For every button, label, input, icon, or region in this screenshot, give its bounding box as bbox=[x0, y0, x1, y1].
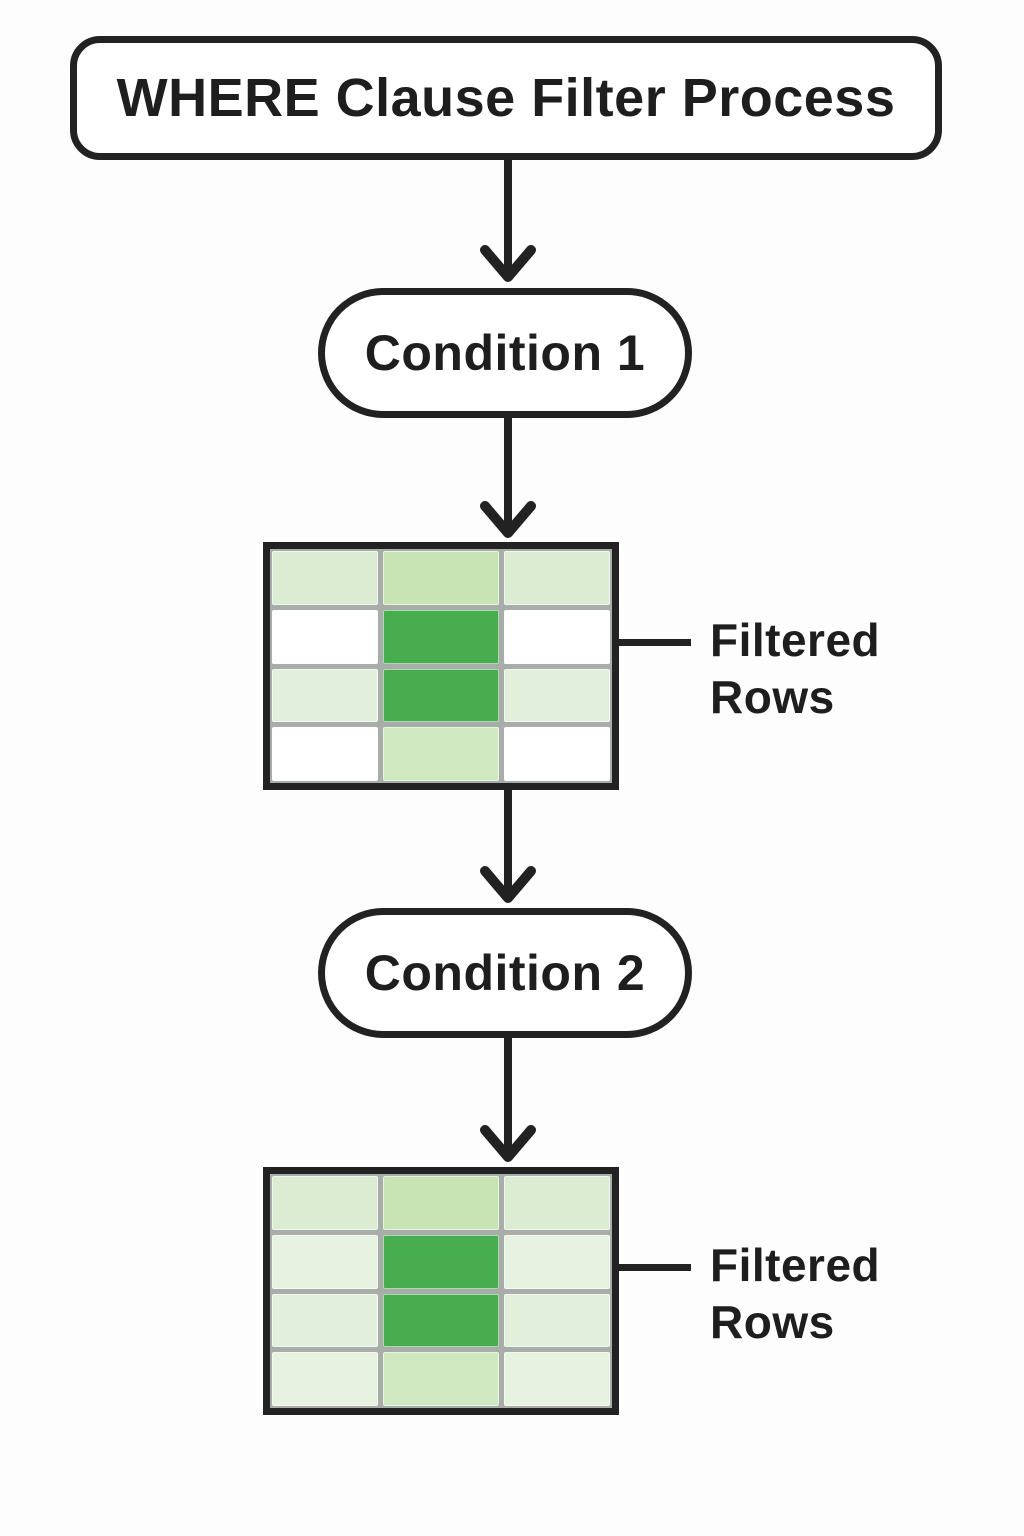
grid-cell-light bbox=[272, 1176, 379, 1230]
filtered-rows-label-1: Filtered Rows bbox=[710, 614, 881, 723]
arrow-down-icon bbox=[476, 158, 540, 285]
arrow-down-icon bbox=[476, 414, 540, 541]
title-node: WHERE Clause Filter Process bbox=[70, 36, 942, 160]
arrow-down-icon bbox=[476, 1038, 540, 1165]
grid-cell-dark bbox=[383, 609, 499, 664]
condition-1-label: Condition 1 bbox=[364, 325, 646, 381]
grid-cell-lighter bbox=[503, 1234, 610, 1289]
grid-cell-dark bbox=[383, 1234, 499, 1289]
grid-cell-dark bbox=[383, 668, 499, 723]
grid-cell-medium bbox=[383, 1176, 499, 1230]
filtered-rows-label-2: Filtered Rows bbox=[710, 1239, 881, 1348]
connector-line bbox=[617, 1264, 691, 1271]
grid-cell-medium bbox=[383, 551, 499, 605]
condition-2-node: Condition 2 bbox=[318, 908, 692, 1038]
grid-cell-lighter bbox=[272, 1234, 379, 1289]
grid-cell-white bbox=[272, 727, 379, 781]
grid-cell-lighter bbox=[503, 1352, 610, 1406]
page-title: WHERE Clause Filter Process bbox=[116, 68, 896, 128]
grid-cell-light bbox=[272, 551, 379, 605]
grid-cell-lighter bbox=[272, 1352, 379, 1406]
filtered-table-2 bbox=[263, 1167, 619, 1415]
grid-cell-light bbox=[503, 551, 610, 605]
grid-cell-light2 bbox=[503, 1293, 610, 1348]
grid-cell-white bbox=[503, 609, 610, 664]
grid-cell-mediumlight bbox=[383, 1352, 499, 1406]
filtered-table-1 bbox=[263, 542, 619, 790]
connector-line bbox=[617, 639, 691, 646]
grid-cell-white bbox=[272, 609, 379, 664]
arrow-down-icon bbox=[476, 789, 540, 906]
condition-2-label: Condition 2 bbox=[364, 945, 646, 1001]
condition-1-node: Condition 1 bbox=[318, 288, 692, 418]
grid-cell-light2 bbox=[503, 668, 610, 723]
grid-cell-light2 bbox=[272, 1293, 379, 1348]
grid-cell-dark bbox=[383, 1293, 499, 1348]
grid-cell-light2 bbox=[272, 668, 379, 723]
grid-cell-mediumlight bbox=[383, 727, 499, 781]
grid-cell-light bbox=[503, 1176, 610, 1230]
grid-cell-white bbox=[503, 727, 610, 781]
